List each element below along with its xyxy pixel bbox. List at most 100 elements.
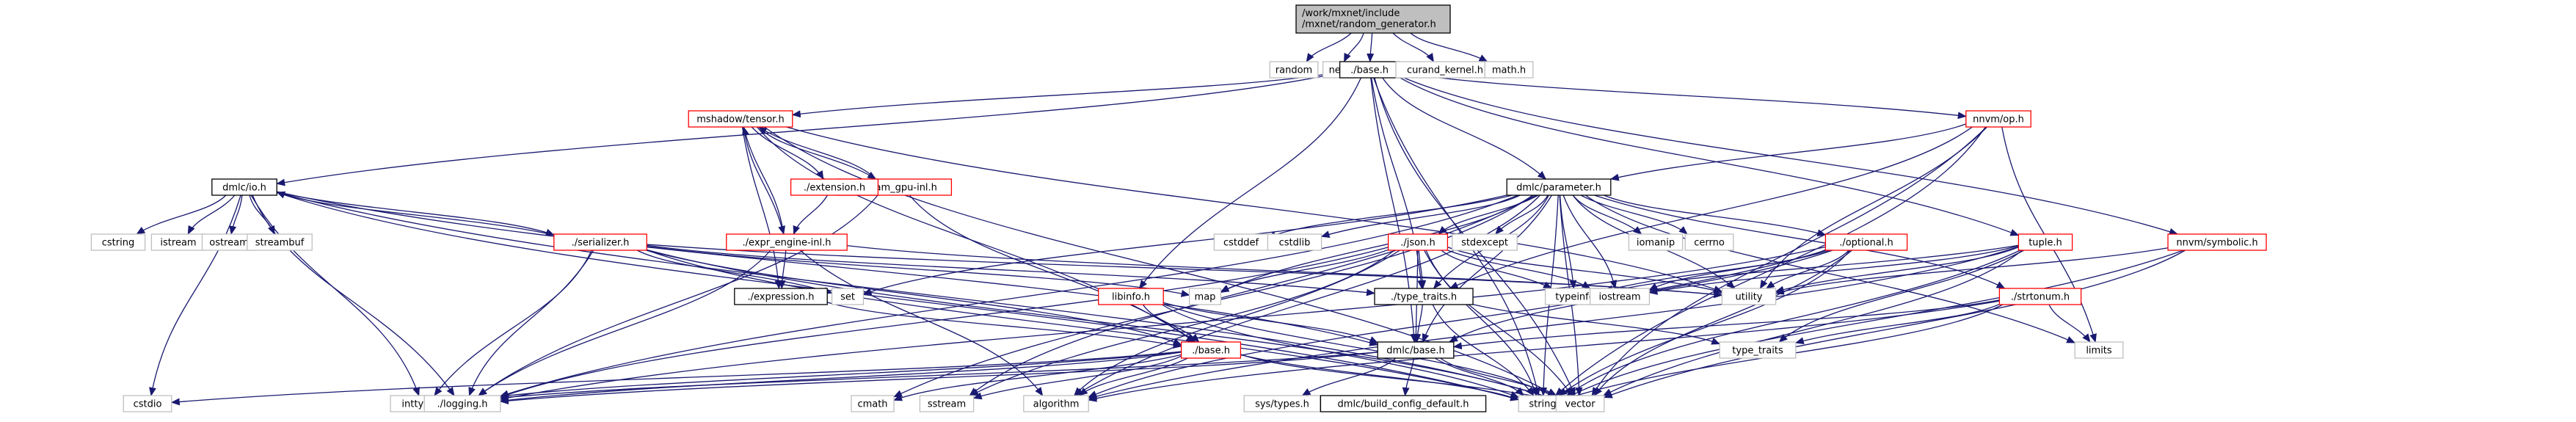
node-box [1965, 110, 2031, 128]
node-label: istream [160, 238, 196, 249]
edge-tuple-to-iostream [1648, 245, 2019, 295]
edge-parameter-to-cmath [893, 194, 1534, 398]
edge-parameter-to-dmlc-base [1422, 194, 1552, 343]
edge-strtonum-to-type-traits [1794, 303, 2000, 345]
node-box [2074, 341, 2124, 359]
node-optional[interactable]: ./optional.h [1824, 233, 1908, 251]
edge-optional-to-vector [1593, 250, 1852, 396]
node-nnvm-op[interactable]: nnvm/op.h [1965, 110, 2031, 128]
node-json[interactable]: ./json.h [1387, 233, 1449, 251]
node-mbase[interactable]: ./base.h [1180, 341, 1242, 359]
edge-expr-engine-to-expression [778, 250, 787, 289]
node-label: limits [2086, 346, 2112, 357]
edge-base-h-to-dmlc-io [276, 72, 1340, 186]
node-cstddef: cstddef [1213, 233, 1269, 251]
node-base-h[interactable]: ./base.h [1339, 61, 1400, 79]
node-expr-engine[interactable]: ./expr_engine-inl.h [726, 233, 848, 251]
node-box [790, 178, 879, 196]
node-parameter[interactable]: dmlc/parameter.h [1506, 178, 1612, 196]
edge-dmlc-base-to-inttypes [460, 352, 1378, 405]
node-label: random [1276, 65, 1312, 76]
edge-serializer-to-logging [468, 250, 594, 396]
node-label: map [1195, 292, 1216, 303]
node-box [919, 395, 975, 412]
edge-type-traits-h-to-dmlc-base [1413, 304, 1423, 343]
node-tensor[interactable]: mshadow/tensor.h [688, 110, 793, 128]
node-build-config[interactable]: dmlc/build_config_default.h [1320, 395, 1487, 412]
edge-dmlc-base-to-systypes [1301, 357, 1397, 396]
node-label: ./serializer.h [572, 238, 630, 249]
node-dmlc-base[interactable]: dmlc/base.h [1377, 341, 1455, 359]
edge-tuple-to-algorithm [1088, 246, 2019, 400]
node-box [247, 233, 313, 251]
node-systypes: sys/types.h [1243, 395, 1321, 412]
edge-root-to-random [1306, 32, 1352, 62]
edge-symbolic-to-string [1565, 250, 2184, 399]
edge-mbase-to-sstream [972, 355, 1182, 400]
edge-base-h-to-nnvm-op [1399, 71, 1967, 120]
edge-libinfo-to-string [1161, 304, 1520, 399]
edge-parameter-to-limits [1585, 194, 2076, 343]
edge-type-traits-h-to-type-traits [1472, 304, 1721, 345]
edge-nnvm-op-to-type-traits-h [1449, 126, 1973, 289]
node-label: ./expression.h [747, 292, 814, 303]
edge-stream-gpu-to-mbase [909, 194, 1196, 343]
node-symbolic[interactable]: nnvm/symbolic.h [2167, 233, 2267, 251]
node-label: cstring [102, 238, 134, 249]
node-label: ./json.h [1400, 238, 1435, 249]
edge-root-to-curand [1392, 32, 1434, 62]
node-box [1721, 288, 1777, 305]
edge-base-h-to-tuple [1399, 76, 2020, 236]
node-box [688, 110, 793, 128]
node-box [726, 233, 848, 251]
node-label: ./base.h [1350, 65, 1389, 76]
node-extension[interactable]: ./extension.h [790, 178, 879, 196]
node-strtonum[interactable]: ./strtonum.h [1998, 288, 2082, 305]
node-cstdio: cstdio [123, 395, 172, 412]
edge-tensor-to-expr-engine [743, 126, 785, 235]
edge-symbolic-to-vector [1603, 250, 2186, 399]
node-iomanip: iomanip [1628, 233, 1684, 251]
node-box [1719, 341, 1797, 359]
node-libinfo[interactable]: libinfo.h [1098, 288, 1164, 305]
node-label: type_traits [1732, 346, 1783, 357]
node-type-traits-h[interactable]: ./type_traits.h [1374, 288, 1474, 305]
edge-root-to-new [1343, 32, 1364, 62]
node-box [831, 288, 865, 305]
edge-base-h-to-symbolic [1399, 75, 2178, 236]
edge-mbase-to-cstdio [170, 351, 1182, 406]
edge-nnvm-op-to-string [1554, 126, 1986, 396]
node-box [1098, 288, 1164, 305]
node-box [1188, 288, 1222, 305]
edge-libinfo-to-dmlc-base [1163, 302, 1379, 343]
edge-mbase-to-string [1240, 354, 1520, 401]
node-root[interactable]: /work/mxnet/include/mxnet/random_generat… [1295, 4, 1451, 34]
edge-json-to-iostream [1447, 250, 1591, 289]
edge-tensor-to-expression [741, 126, 782, 289]
node-math-h: math.h [1484, 61, 1534, 79]
node-expression[interactable]: ./expression.h [734, 288, 828, 305]
edge-tensor-to-stream-gpu [758, 126, 877, 180]
node-tuple[interactable]: tuple.h [2017, 233, 2073, 251]
node-box [1484, 61, 1534, 79]
node-box [1180, 341, 1242, 359]
node-serializer[interactable]: ./serializer.h [553, 233, 647, 251]
node-box [1320, 395, 1487, 412]
node-box [1506, 178, 1612, 196]
edge-tuple-to-type-traits [1778, 250, 2024, 343]
edge-parameter-to-optional [1604, 194, 1827, 237]
edge-tuple-to-vector [1602, 250, 2023, 396]
edge-root-to-math-h [1410, 32, 1488, 62]
edge-dmlc-io-to-logging [252, 194, 455, 396]
node-label: ./strtonum.h [2011, 292, 2070, 303]
node-stdexcept: stdexcept [1452, 233, 1518, 251]
node-string: string [1518, 395, 1568, 412]
node-label: iostream [1598, 292, 1640, 303]
node-vector: vector [1555, 395, 1605, 412]
node-label: dmlc/io.h [222, 183, 266, 194]
node-label: algorithm [1033, 399, 1080, 410]
node-label: ostream [209, 238, 249, 249]
node-box [1269, 61, 1319, 79]
node-dmlc-io[interactable]: dmlc/io.h [211, 178, 277, 196]
node-label: ./expr_engine-inl.h [743, 238, 832, 249]
